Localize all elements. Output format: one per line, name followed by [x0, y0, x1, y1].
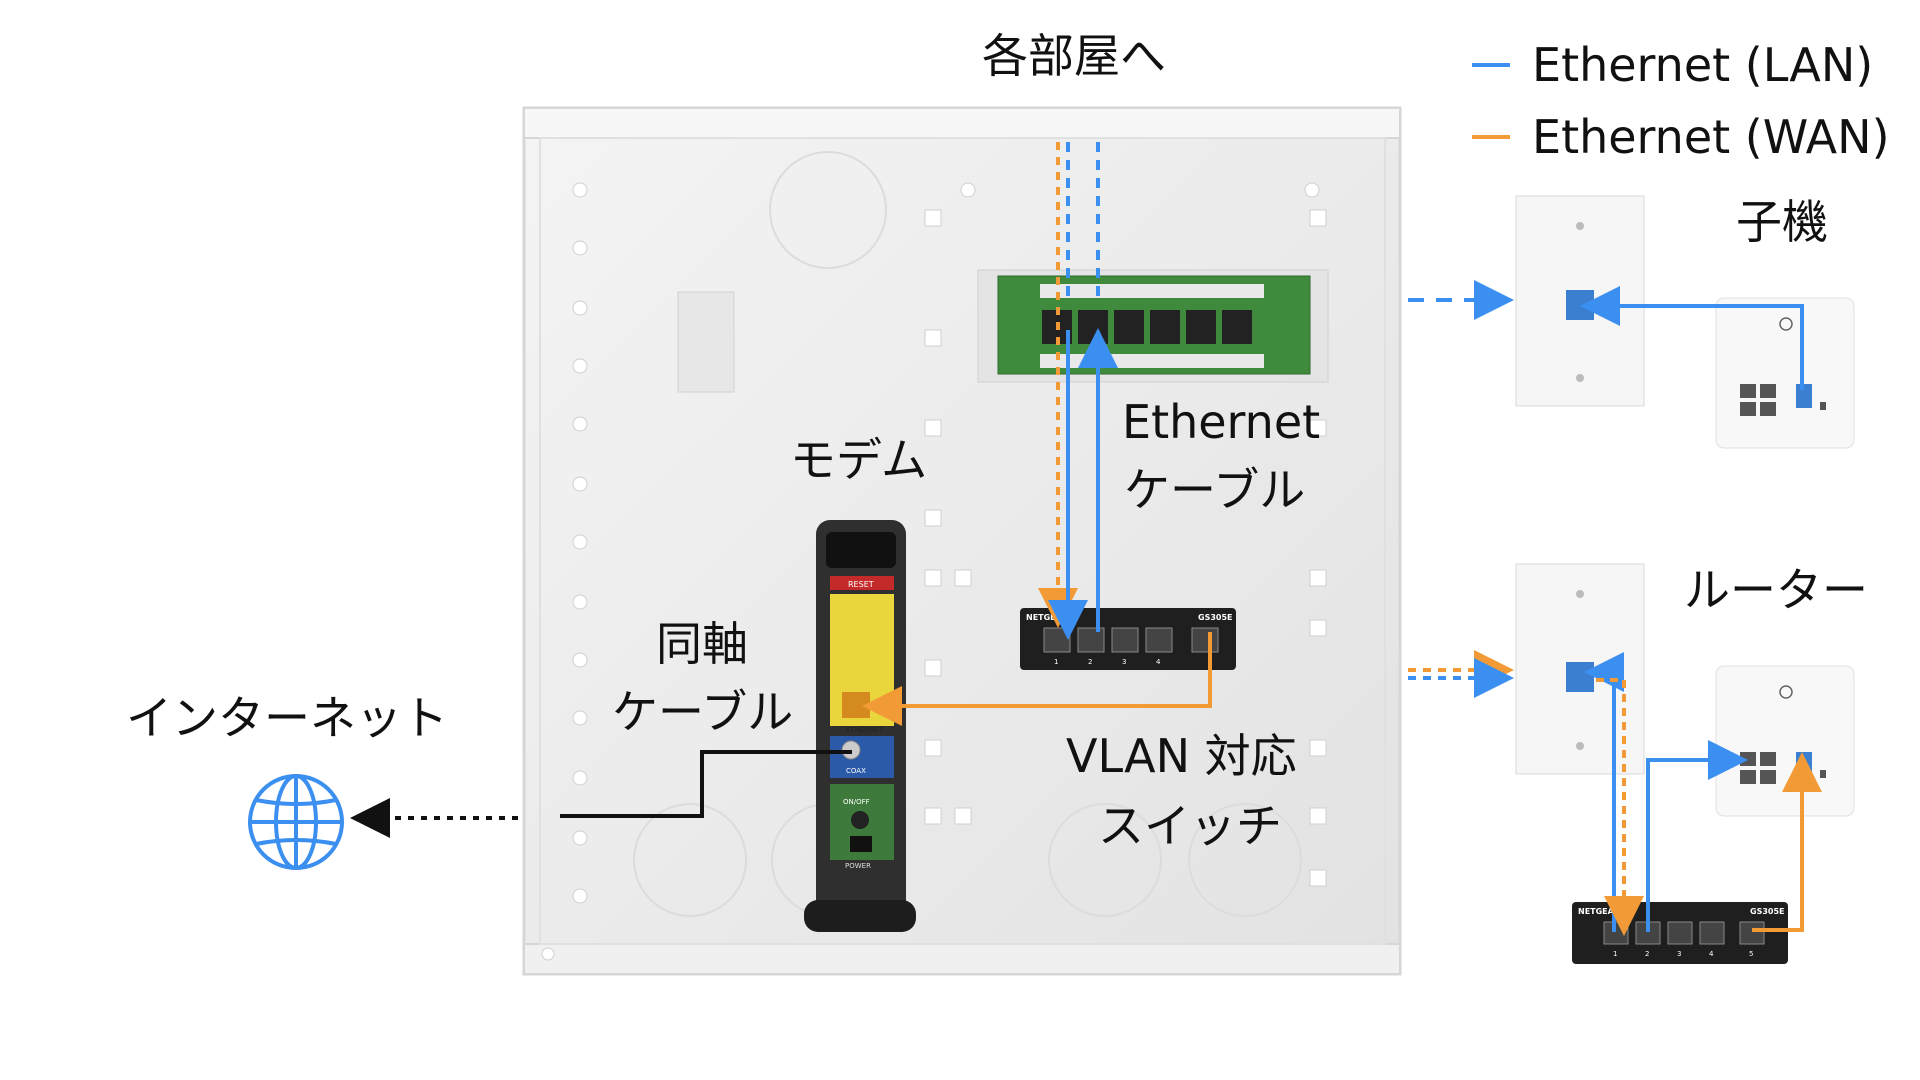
enclosure-panel — [522, 106, 1402, 976]
switch-model-text: GS305E — [1198, 613, 1233, 622]
legend-wan-label: Ethernet (WAN) — [1532, 110, 1890, 164]
switch-brand-text: NETGEAR — [1026, 613, 1068, 622]
modem-reset-text: RESET — [848, 580, 874, 589]
modem-power-text: POWER — [845, 862, 871, 870]
coax-label-1: 同軸 — [656, 617, 748, 671]
router-label: ルーター — [1684, 563, 1868, 617]
legend-wan-swatch — [1472, 135, 1510, 139]
legend-wan: Ethernet (WAN) — [1472, 110, 1890, 164]
modem-ethernet-text: ETHERNET — [846, 726, 884, 734]
router-switch-model-text: GS305E — [1750, 907, 1785, 916]
internet-label: インターネット — [126, 691, 448, 745]
vlan-switch-label-2: スイッチ — [1098, 799, 1282, 853]
router-switch-port-4: 4 — [1709, 950, 1714, 958]
to-rooms-title: 各部屋へ — [982, 29, 1166, 83]
modem-label: モデム — [790, 433, 928, 487]
legend-lan-swatch — [1472, 63, 1510, 67]
legend-lan: Ethernet (LAN) — [1472, 38, 1873, 92]
router-device — [1715, 665, 1855, 817]
switch-port-1: 1 — [1054, 658, 1058, 666]
ethernet-cable-label-1: Ethernet — [1122, 395, 1321, 449]
router-switch-brand-text: NETGEAR — [1578, 907, 1620, 916]
legend-lan-label: Ethernet (LAN) — [1532, 38, 1874, 92]
switch-port-4: 4 — [1156, 658, 1161, 666]
globe-icon — [248, 774, 344, 870]
ethernet-cable-label-2: ケーブル — [1124, 463, 1306, 517]
satellite-device — [1715, 297, 1855, 449]
patch-panel — [977, 269, 1329, 383]
satellite-label: 子機 — [1736, 195, 1828, 249]
router-switch-port-2: 2 — [1645, 950, 1649, 958]
vlan-switch: NETGEAR GS305E 1 2 3 4 — [1020, 608, 1236, 670]
coax-label-2: ケーブル — [612, 685, 794, 739]
switch-port-3: 3 — [1122, 658, 1126, 666]
modem-device: RESET ETHERNET COAX ON/OFF POWER — [804, 520, 916, 932]
router-switch-port-1: 1 — [1613, 950, 1617, 958]
wall-plate-satellite — [1515, 195, 1645, 407]
router-switch-port-5: 5 — [1749, 950, 1753, 958]
router-switch-port-3: 3 — [1677, 950, 1681, 958]
modem-coax-text: COAX — [846, 767, 866, 775]
modem-onoff-text: ON/OFF — [843, 798, 870, 806]
vlan-switch-label-1: VLAN 対応 — [1066, 729, 1297, 783]
router-switch: NETGEAR GS305E 1 2 3 4 5 — [1572, 902, 1788, 964]
connections — [350, 142, 1822, 936]
switch-port-2: 2 — [1088, 658, 1092, 666]
